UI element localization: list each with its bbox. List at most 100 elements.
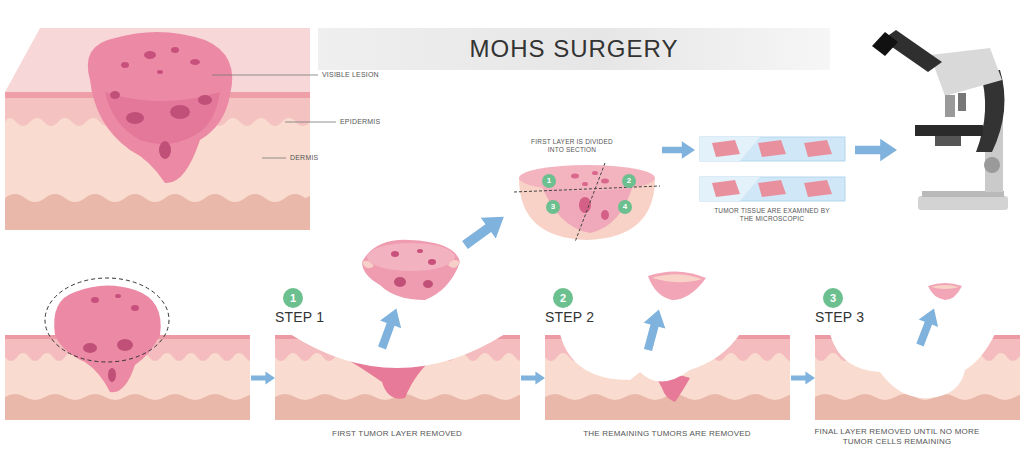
removed-layer	[367, 243, 455, 271]
step-number: 3	[551, 203, 555, 211]
step-number-circle: 2	[622, 174, 636, 188]
glass-slide	[700, 137, 845, 161]
tissue-sample	[804, 180, 832, 197]
title-band: MOHS SURGERY	[318, 28, 830, 70]
removed-layer	[652, 274, 702, 282]
removed-layer	[448, 260, 460, 268]
title: MOHS SURGERY	[470, 35, 679, 63]
leader-line	[262, 158, 286, 159]
lesion	[159, 141, 171, 159]
removed-layer	[931, 285, 959, 289]
microscope	[984, 157, 1000, 173]
step-number-circle: 3	[823, 288, 843, 308]
skin-section	[815, 335, 1024, 420]
glass-slide	[700, 137, 760, 161]
step-label: STEP 1	[275, 309, 324, 327]
lesion	[121, 62, 129, 68]
skin-block	[5, 194, 310, 230]
lesion	[190, 59, 200, 65]
step-number-circle: 3	[546, 200, 560, 214]
flow-arrow	[855, 139, 897, 161]
tissue-bowl	[575, 163, 605, 242]
skin-section	[545, 335, 805, 420]
note-text: TUMOR TISSUE ARE EXAMINED BY THE MICROSC…	[713, 207, 831, 223]
step-label: STEP 3	[815, 309, 864, 327]
part-label: EPIDERMIS	[340, 118, 380, 127]
lesion	[144, 51, 156, 59]
surgical-crater	[290, 334, 505, 368]
microscope	[882, 30, 942, 72]
tissue-sample	[758, 180, 786, 197]
part-label: VISIBLE LESION	[322, 71, 379, 80]
step-number-circle: 1	[542, 174, 556, 188]
tissue-bowl	[582, 182, 588, 186]
tissue-sample	[712, 140, 832, 197]
step-number: 2	[627, 177, 631, 185]
flow-arrow	[910, 305, 943, 349]
leader-line	[285, 122, 336, 123]
skin-section	[275, 335, 535, 420]
surgical-crater	[830, 334, 995, 398]
step-number: 1	[290, 293, 296, 304]
tissue-bowl	[601, 179, 609, 184]
note-text: FIRST LAYER IS DIVIDED INTO SECTION	[526, 138, 618, 154]
skin-section	[815, 335, 1024, 420]
step-number-circle: 2	[553, 288, 573, 308]
glass-slide	[700, 177, 845, 201]
skin-section	[545, 335, 805, 420]
lesion	[83, 343, 97, 353]
microscope	[918, 196, 1008, 210]
lesion	[117, 339, 133, 351]
skin-block	[5, 28, 310, 230]
lesion	[45, 278, 169, 362]
glass-slide	[700, 177, 760, 201]
lesion	[115, 294, 121, 298]
tissue-bowl	[514, 163, 660, 242]
lesion	[110, 91, 120, 99]
step-number: 4	[623, 203, 627, 211]
removed-layer	[928, 283, 962, 300]
tissue-sample	[758, 140, 786, 157]
lesion	[157, 70, 163, 74]
removed-layer	[362, 240, 460, 300]
surgical-crater	[290, 334, 995, 398]
removed-layer	[648, 271, 706, 300]
microscope	[872, 30, 1008, 210]
lesion	[170, 105, 190, 119]
tissue-sample	[712, 180, 740, 197]
microscope	[915, 125, 983, 136]
lesion	[105, 92, 220, 144]
step-caption: FIRST TUMOR LAYER REMOVED	[280, 429, 515, 439]
removed-layer	[394, 277, 406, 287]
step-number-circle: 1	[283, 288, 303, 308]
flow-arrow	[251, 372, 275, 385]
removed-layer	[423, 280, 433, 288]
lesion	[88, 32, 232, 183]
step-number-circle: 4	[618, 200, 632, 214]
lesion	[108, 368, 116, 382]
flow-arrow	[521, 372, 545, 385]
tissue-bowl	[601, 210, 609, 220]
step-caption: THE REMAINING TUMORS ARE REMOVED	[550, 429, 785, 439]
microscope	[945, 95, 955, 117]
step-number: 1	[547, 177, 551, 185]
lesion	[131, 305, 139, 311]
step-number: 3	[830, 293, 836, 304]
microscope	[930, 48, 1002, 96]
lesion	[91, 297, 99, 303]
tissue-bowl	[592, 171, 598, 175]
step-caption: FINAL LAYER REMOVED UNTIL NO MORE TUMOR …	[815, 427, 980, 447]
step-number: 2	[560, 293, 566, 304]
skin-section	[275, 335, 535, 420]
lesion	[126, 112, 144, 124]
removed-layer	[391, 251, 399, 257]
removed-layer	[362, 261, 374, 269]
lesion	[45, 278, 169, 392]
removed-layer	[362, 240, 962, 300]
flow-arrow	[371, 305, 406, 352]
tissue-sample	[804, 140, 832, 157]
tissue-bowl	[571, 174, 579, 179]
tissue-bowl	[514, 186, 660, 192]
